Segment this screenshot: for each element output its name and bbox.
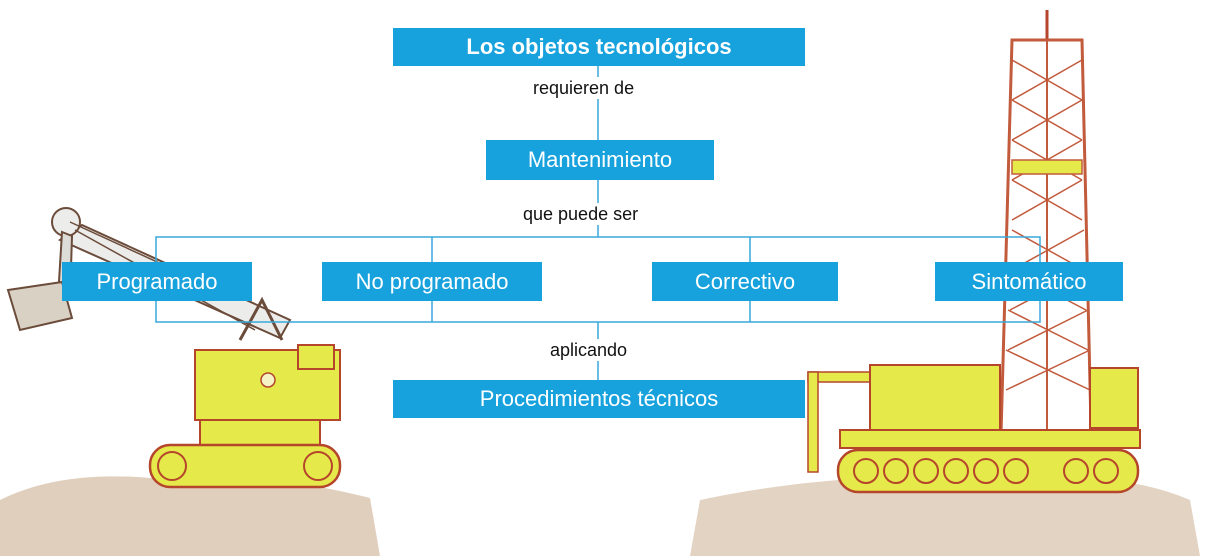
rig-wheel bbox=[853, 458, 879, 484]
rig-wheel bbox=[883, 458, 909, 484]
turntable bbox=[199, 419, 321, 449]
boom-pulley bbox=[51, 207, 81, 237]
rig-deck bbox=[839, 429, 1141, 449]
rig-wheel bbox=[1063, 458, 1089, 484]
ground-left bbox=[0, 476, 380, 556]
rig-wheel bbox=[1003, 458, 1029, 484]
types-bracket bbox=[155, 236, 1041, 323]
rig-wheel bbox=[913, 458, 939, 484]
ground-right bbox=[690, 476, 1200, 556]
bucket bbox=[6, 280, 74, 332]
rig-engine-house bbox=[869, 364, 1001, 441]
root-node: Los objetos tecnológicos bbox=[393, 28, 805, 66]
type-node-programado: Programado bbox=[62, 262, 252, 301]
cab-porthole bbox=[260, 372, 276, 388]
rig-wheel bbox=[973, 458, 999, 484]
cab-top bbox=[297, 344, 335, 370]
crawler-track bbox=[148, 443, 342, 489]
track-wheel bbox=[157, 451, 187, 481]
rig-arm-post bbox=[807, 371, 819, 473]
drilling-rig-illustration bbox=[690, 10, 1200, 556]
type-node-sintomatico: Sintomático bbox=[935, 262, 1123, 301]
link-label-puede-ser: que puede ser bbox=[517, 203, 645, 225]
link-label-aplicando: aplicando bbox=[544, 339, 634, 361]
track-wheel bbox=[303, 451, 333, 481]
procedures-node: Procedimientos técnicos bbox=[393, 380, 805, 418]
type-node-correctivo: Correctivo bbox=[652, 262, 838, 301]
rig-wheel bbox=[1093, 458, 1119, 484]
mast-band bbox=[1011, 159, 1083, 175]
a-frame bbox=[238, 296, 284, 341]
link-label-requieren: requieren de bbox=[527, 77, 641, 99]
rig-cab bbox=[1089, 367, 1139, 429]
type-node-no-programado: No programado bbox=[322, 262, 542, 301]
maintenance-node: Mantenimiento bbox=[486, 140, 714, 180]
rig-wheel bbox=[943, 458, 969, 484]
excavator-illustration bbox=[0, 207, 380, 556]
